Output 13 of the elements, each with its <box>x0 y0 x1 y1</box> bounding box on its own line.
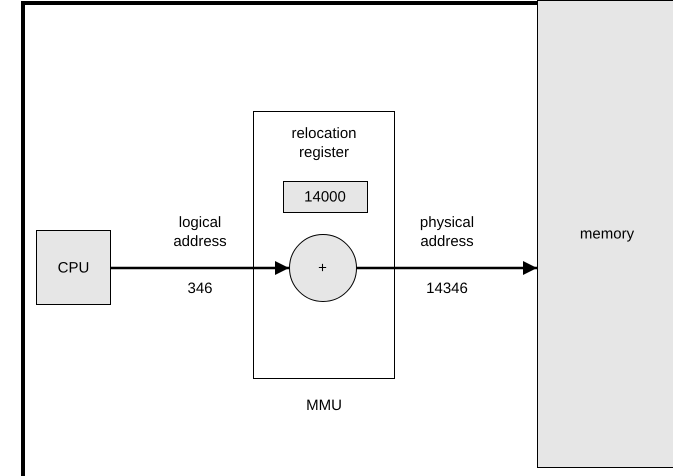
value-label: 346 <box>186 279 214 298</box>
heading-text: relocation register <box>290 124 358 162</box>
node-text: memory <box>578 224 636 244</box>
node-text: 14000 <box>303 187 347 206</box>
register-box <box>282 180 368 212</box>
value-label: 14346 <box>425 279 469 298</box>
node-text: CPU <box>56 258 90 277</box>
memory-block <box>537 0 673 468</box>
cpu-box <box>36 230 111 305</box>
node-text: + <box>317 258 328 277</box>
arrow <box>357 261 537 275</box>
arrow <box>111 261 289 275</box>
caption-text: MMU <box>305 396 343 415</box>
